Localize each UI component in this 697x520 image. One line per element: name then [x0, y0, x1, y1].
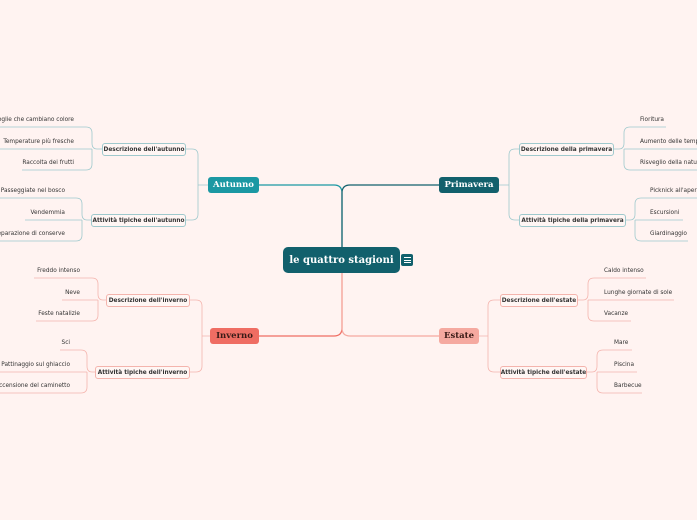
leaf-estate-desc-1[interactable]: Caldo intenso: [604, 268, 644, 274]
connector-autunno: [259, 184, 343, 247]
connector-autunno-subs: [186, 148, 208, 221]
menu-icon[interactable]: [401, 254, 413, 266]
connector-inverno-subs: [190, 299, 210, 373]
leaf-inverno-att-3[interactable]: Accensione del caminetto: [0, 383, 70, 389]
subtopic-label: Attività tipiche dell'estate: [500, 369, 587, 376]
topic-estate[interactable]: Estate: [439, 328, 479, 344]
subtopic-primavera-descrizione[interactable]: Descrizione della primavera: [519, 143, 614, 156]
subtopic-label: Descrizione dell'inverno: [108, 297, 188, 304]
leaf-estate-att-1[interactable]: Mare: [614, 340, 629, 346]
subtopic-inverno-attivita[interactable]: Attività tipiche dell'inverno: [95, 366, 190, 379]
topic-inverno-label: Inverno: [216, 331, 253, 341]
subtopic-label: Attività tipiche dell'inverno: [97, 369, 188, 376]
subtopic-label: Attività tipiche della primavera: [521, 217, 624, 224]
topic-primavera-label: Primavera: [444, 180, 494, 190]
central-topic[interactable]: le quattro stagioni: [283, 247, 400, 273]
subtopic-label: Descrizione della primavera: [520, 146, 613, 153]
subtopic-estate-descrizione[interactable]: Descrizione dell'estate: [500, 294, 578, 307]
leaf-autunno-desc-2[interactable]: Temperature più fresche: [3, 139, 74, 145]
leaf-autunno-att-2[interactable]: Vendemmia: [30, 210, 65, 216]
connector-inverno: [259, 273, 343, 337]
leaf-primavera-desc-1[interactable]: Fioritura: [640, 117, 664, 123]
leaf-inverno-desc-1[interactable]: Freddo intenso: [37, 268, 80, 274]
leaf-primavera-desc-2[interactable]: Aumento delle temperature: [640, 139, 697, 145]
subtopic-label: Attività tipiche dell'autunno: [92, 217, 185, 224]
connector-estate-desc-leaves: [578, 277, 674, 322]
leaf-primavera-att-1[interactable]: Picknick all'aperto: [650, 188, 697, 194]
leaf-autunno-att-1[interactable]: Passeggiate nel bosco: [0, 188, 65, 194]
leaf-inverno-desc-3[interactable]: Feste natalizie: [38, 311, 80, 317]
leaf-estate-desc-2[interactable]: Lunghe giornate di sole: [604, 290, 673, 296]
connector-primavera-desc-leaves: [614, 126, 697, 171]
leaf-autunno-desc-3[interactable]: Raccolta dei frutti: [22, 160, 74, 166]
connector-inverno-desc-leaves: [34, 277, 106, 322]
connector-inverno-att-leaves: [0, 349, 95, 394]
connector-primavera: [341, 184, 439, 247]
leaf-inverno-desc-2[interactable]: Neve: [65, 290, 80, 296]
leaf-autunno-desc-1[interactable]: Foglie che cambiano colore: [0, 117, 74, 123]
connector-autunno-desc-leaves: [0, 126, 102, 171]
subtopic-estate-attivita[interactable]: Attività tipiche dell'estate: [500, 366, 587, 379]
topic-autunno-label: Autunno: [213, 180, 254, 190]
topic-autunno[interactable]: Autunno: [208, 177, 259, 193]
subtopic-label: Descrizione dell'autunno: [103, 146, 185, 153]
connector-estate-att-leaves: [587, 349, 642, 394]
leaf-primavera-att-2[interactable]: Escursioni: [650, 210, 680, 216]
leaf-estate-att-2[interactable]: Piscina: [614, 362, 635, 368]
leaf-inverno-att-2[interactable]: Pattinaggio sul ghiaccio: [1, 362, 70, 368]
leaf-estate-att-3[interactable]: Barbecue: [614, 383, 642, 389]
leaf-primavera-desc-3[interactable]: Risveglio della natura: [640, 160, 697, 166]
leaf-autunno-att-3[interactable]: Preparazione di conserve: [0, 231, 65, 237]
topic-inverno[interactable]: Inverno: [210, 328, 259, 344]
connector-estate-subs: [479, 299, 500, 373]
leaf-inverno-att-1[interactable]: Sci: [61, 340, 70, 346]
connector-estate: [341, 273, 439, 337]
leaf-estate-desc-3[interactable]: Vacanze: [604, 311, 629, 317]
topic-estate-label: Estate: [443, 331, 475, 341]
connector-primavera-att-leaves: [626, 197, 697, 242]
subtopic-autunno-descrizione[interactable]: Descrizione dell'autunno: [102, 143, 186, 156]
connector-autunno-att-leaves: [0, 197, 91, 242]
central-topic-label: le quattro stagioni: [289, 254, 394, 266]
topic-primavera[interactable]: Primavera: [439, 177, 499, 193]
subtopic-inverno-descrizione[interactable]: Descrizione dell'inverno: [106, 294, 190, 307]
leaf-primavera-att-3[interactable]: Giardinaggio: [650, 231, 687, 237]
subtopic-primavera-attivita[interactable]: Attività tipiche della primavera: [519, 214, 626, 227]
connector-primavera-subs: [499, 148, 519, 221]
subtopic-autunno-attivita[interactable]: Attività tipiche dell'autunno: [91, 214, 186, 227]
subtopic-label: Descrizione dell'estate: [501, 297, 577, 304]
